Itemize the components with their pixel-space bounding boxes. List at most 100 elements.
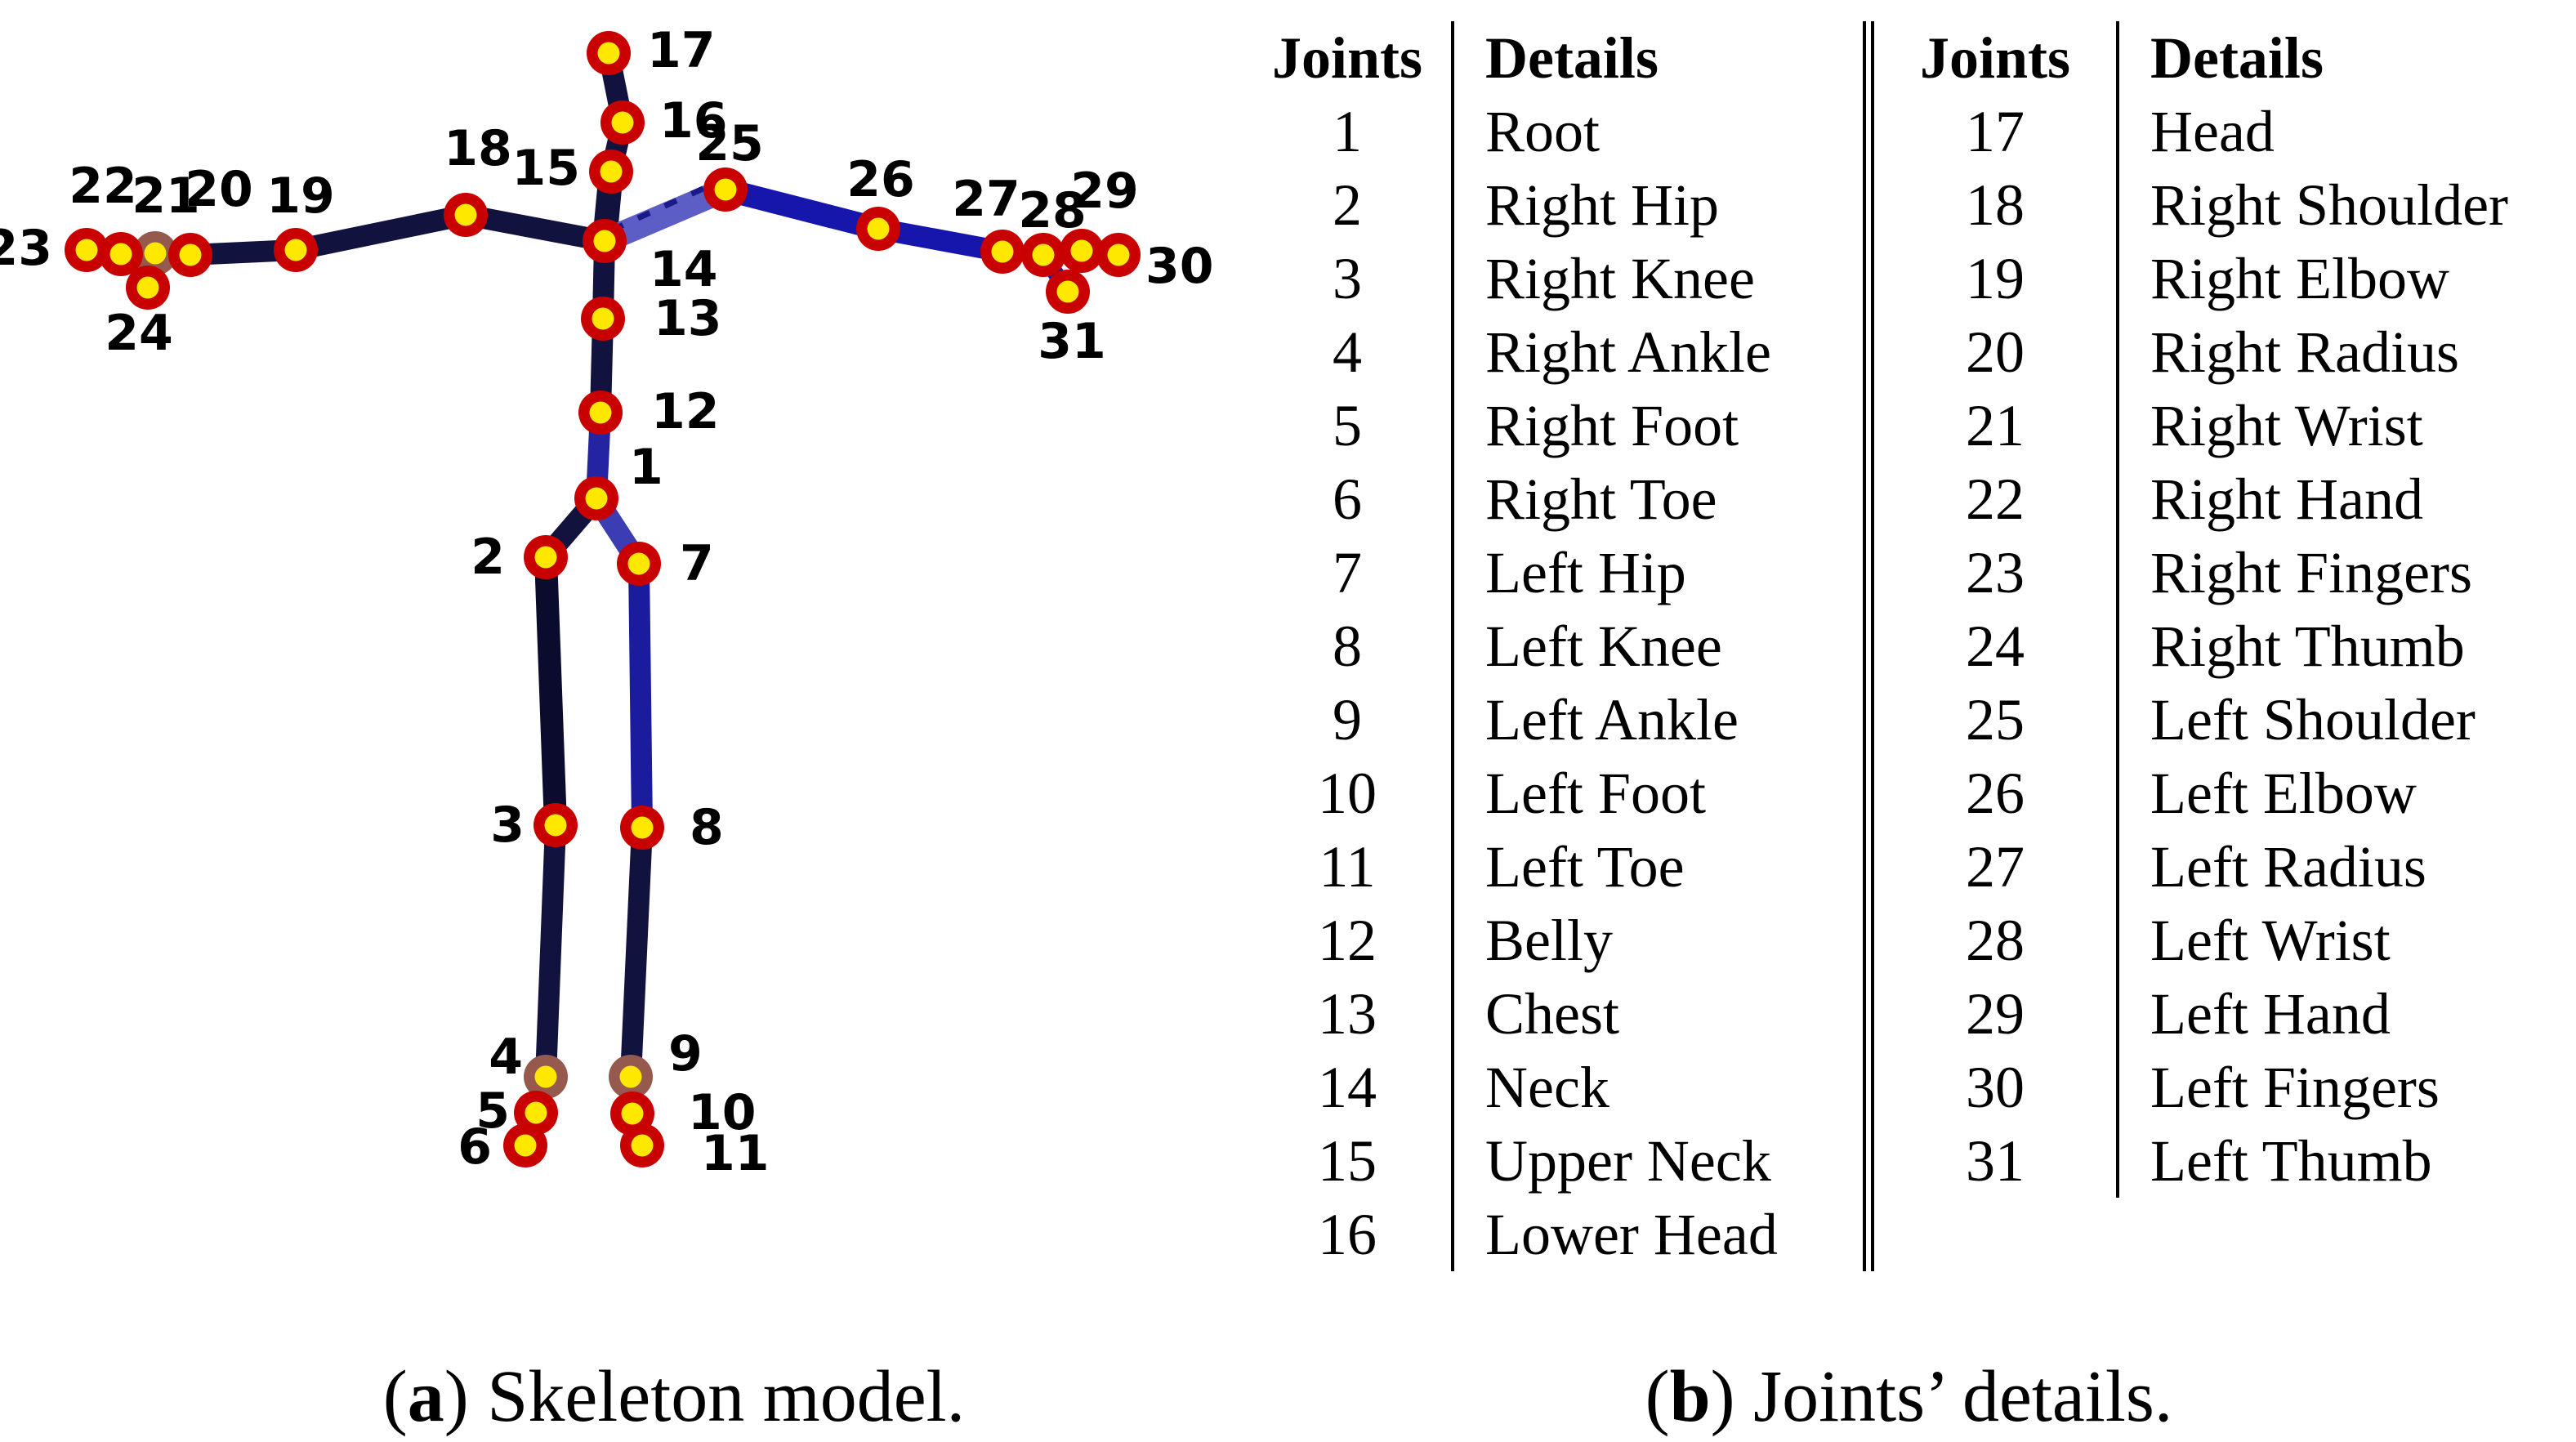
joint-number-cell: 2 [1243,168,1454,242]
joint-19-center [284,239,307,261]
joint-number-cell: 7 [1243,536,1454,609]
joint-14-center [593,230,616,252]
bone-3-4 [535,824,566,1078]
joint-24-label: 24 [105,305,173,362]
joint-10-label: 10 [688,1084,757,1141]
joint-number-cell: 4 [1243,315,1454,389]
joint-20-center [179,243,202,266]
joint-detail-cell: Right Radius [2150,319,2460,385]
joint-number-cell: 15 [1243,1124,1454,1198]
bone-2-3 [534,556,567,826]
joint-11-center [631,1134,654,1157]
joint-4-label: 4 [489,1029,523,1086]
joint-detail-cell: Root [1485,99,1601,164]
joint-22-label: 22 [69,158,137,215]
joint-11-label: 11 [701,1125,770,1182]
joint-number-cell: 30 [1874,1051,2119,1124]
joint-detail-cell: Left Foot [1485,761,1706,826]
joint-20-label: 20 [185,161,253,218]
joint-number-cell: 20 [1874,315,2119,389]
joint-19-label: 19 [266,167,335,225]
joint-13-center [592,307,614,330]
joint-9-center [619,1065,642,1088]
joint-3-center [544,814,567,837]
caption-b-text: Joints’ details. [1734,1356,2173,1437]
joint-9-label: 9 [668,1025,703,1083]
joint-number-cell: 6 [1243,462,1454,536]
joint-31-center [1056,280,1079,303]
joint-detail-cell: Left Shoulder [2150,687,2476,752]
joint-12-center [589,401,612,424]
caption-a-paren-close: ) [444,1356,469,1437]
joint-number-cell: 29 [1874,977,2119,1051]
joint-25-label: 25 [695,115,764,172]
joint-6-label: 6 [458,1118,492,1176]
table-0-header-joints: Joints [1243,21,1454,95]
joint-15-center [600,160,623,183]
bone-8-9 [620,827,653,1078]
joint-number-cell: 23 [1874,536,2119,609]
joint-detail-cell: Left Hip [1485,540,1686,605]
joint-detail-cell: Lower Head [1485,1202,1778,1267]
joint-number-cell: 14 [1243,1051,1454,1124]
joint-1-center [585,487,608,510]
joint-16-center [611,111,634,134]
joint-21-center [144,242,167,265]
joint-detail-cell: Left Ankle [1485,687,1739,752]
joint-detail-cell: Right Thumb [2150,614,2465,679]
joint-29-center [1070,239,1093,262]
joint-number-cell: 19 [1874,242,2119,315]
joint-7-label: 7 [680,535,714,592]
joint-17-label: 17 [647,22,716,79]
joint-25-center [714,178,737,201]
joint-detail-cell: Neck [1485,1055,1609,1120]
caption-a-text: Skeleton model. [468,1356,966,1437]
joint-detail-cell: Chest [1485,981,1620,1047]
joint-detail-cell: Right Ankle [1485,319,1772,385]
caption-a-letter: a [407,1356,444,1437]
joint-number-cell: 16 [1243,1198,1454,1271]
bone-25-26 [722,178,882,240]
joint-number-cell: 25 [1874,683,2119,757]
joint-30-center [1107,243,1130,266]
joint-detail-cell: Left Toe [1485,834,1685,900]
table-0-header-details: Details [1485,25,1659,91]
joint-24-center [136,276,159,299]
table-1-header-joints: Joints [1874,21,2119,95]
joint-6-center [514,1134,537,1157]
joint-detail-cell: Right Foot [1485,393,1739,458]
joint-15-label: 15 [512,140,581,197]
joint-detail-cell: Right Fingers [2150,540,2473,605]
joint-number-cell: 21 [1874,389,2119,462]
joint-28-center [1032,243,1055,266]
bone-dash-overlay [609,178,721,234]
joint-23-label: 23 [0,220,52,277]
double-separator [1863,21,1874,1271]
caption-a-paren-open: ( [382,1356,408,1437]
joint-detail-cell: Left Hand [2150,981,2391,1047]
joint-detail-cell: Right Hand [2150,467,2423,532]
joint-number-cell: 18 [1874,168,2119,242]
joint-17-center [597,42,620,65]
joint-number-cell: 5 [1243,389,1454,462]
joint-detail-cell: Left Knee [1485,614,1722,679]
joint-number-cell: 3 [1243,242,1454,315]
joint-number-cell: 28 [1874,904,2119,977]
joint-8-label: 8 [690,799,724,856]
joint-detail-cell: Left Elbow [2150,761,2417,826]
joint-23-center [75,239,98,261]
bone-14-18 [463,204,607,252]
joint-26-label: 26 [846,151,915,208]
joint-29-label: 29 [1070,163,1139,220]
joint-22-center [109,243,132,266]
caption-b-paren-open: ( [1645,1356,1670,1437]
caption-b-letter: b [1669,1356,1711,1437]
bone-7-8 [628,563,653,828]
joint-number-cell: 22 [1874,462,2119,536]
joint-detail-cell: Right Knee [1485,246,1755,311]
joint-number-cell: 8 [1243,609,1454,683]
